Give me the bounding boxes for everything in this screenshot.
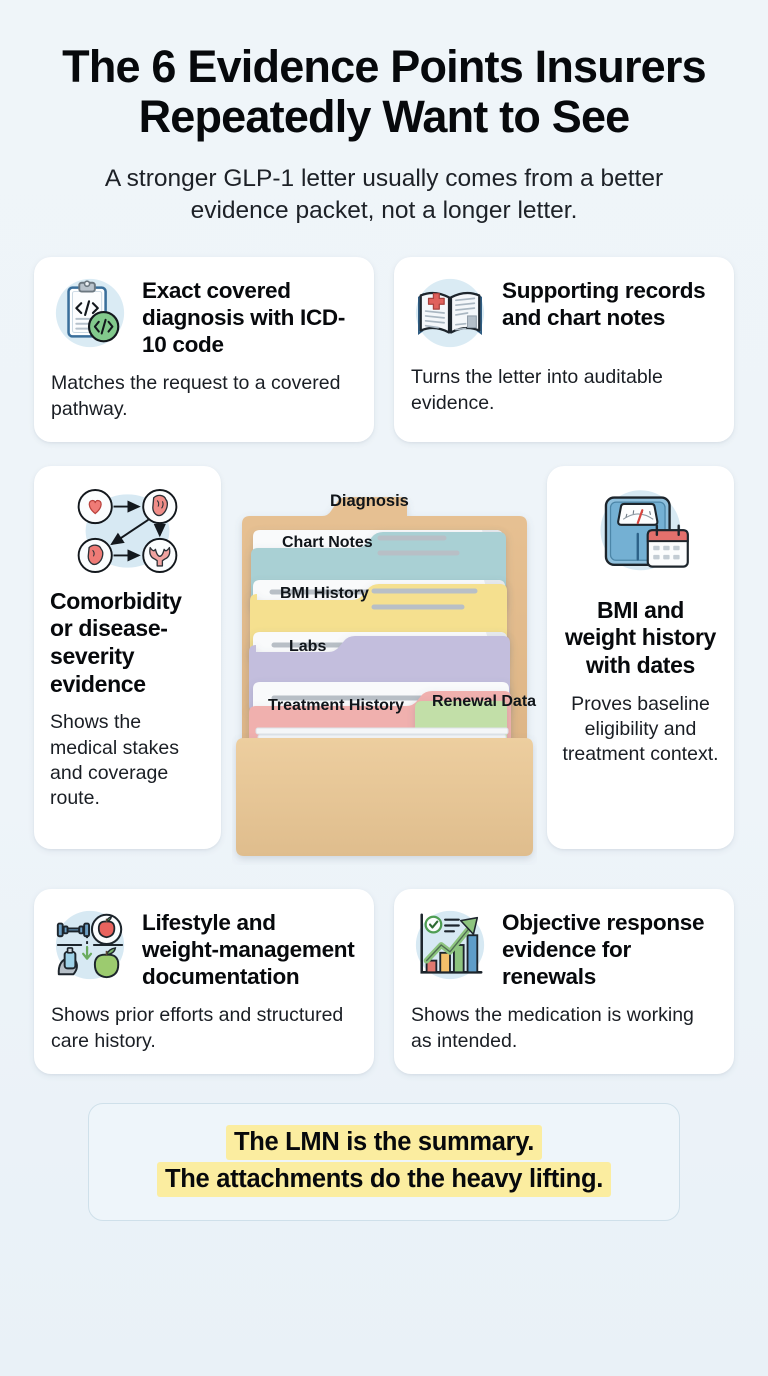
card-description: Turns the letter into auditable evidence… <box>411 365 663 414</box>
card-title: Lifestyle and weight-management document… <box>142 909 355 989</box>
folder-tab-label-renewal-data: Renewal Data <box>432 693 536 710</box>
banner-line-2: The attachments do the heavy lifting. <box>107 1161 661 1198</box>
card-header: Lifestyle and weight-management document… <box>51 906 355 990</box>
lifestyle-fitness-icon <box>51 906 129 984</box>
card-description: Proves baseline eligibility and treatmen… <box>562 692 719 766</box>
evidence-card-response[interactable]: Objective response evidence for renewals… <box>394 888 734 1074</box>
banner-line-1: The LMN is the summary. <box>107 1124 661 1161</box>
card-title: Exact covered diagnosis with ICD-10 code <box>142 277 346 357</box>
scale-calendar-icon <box>561 483 720 583</box>
card-title: Comorbidity or disease-severity evidence <box>50 587 182 697</box>
card-title: Objective response evidence for renewals <box>502 909 705 989</box>
evidence-packet-folder: Diagnosis Chart Notes <box>221 466 547 865</box>
card-header: Supporting records and chart notes <box>411 274 715 352</box>
clipboard-code-icon <box>51 274 129 352</box>
summary-banner: The LMN is the summary. The attachments … <box>88 1102 680 1221</box>
card-description: Shows the medication is working as inten… <box>411 1003 694 1052</box>
card-title: BMI and weight history with dates <box>564 596 716 678</box>
comorbidity-network-icon <box>50 483 205 579</box>
header: The 6 Evidence Points Insurers Repeatedl… <box>34 0 734 228</box>
evidence-card-diagnosis[interactable]: Exact covered diagnosis with ICD-10 code… <box>34 256 374 442</box>
evidence-card-lifestyle[interactable]: Lifestyle and weight-management document… <box>34 888 374 1074</box>
page-title: The 6 Evidence Points Insurers Repeatedl… <box>62 41 707 143</box>
card-row-top: Exact covered diagnosis with ICD-10 code… <box>34 256 734 442</box>
growth-chart-icon <box>411 906 489 984</box>
folder-tab-label-chart-notes: Chart Notes <box>282 534 373 551</box>
evidence-card-records[interactable]: Supporting records and chart notes Turns… <box>394 256 734 442</box>
card-description: Shows the medical stakes and coverage ro… <box>50 711 179 810</box>
folder-tab-label-treatment-history: Treatment History <box>268 697 404 714</box>
card-header: Exact covered diagnosis with ICD-10 code <box>51 274 355 358</box>
medical-book-icon <box>411 274 489 352</box>
evidence-card-comorbidity[interactable]: Comorbidity or disease-severity evidence… <box>34 465 221 849</box>
card-row-bottom: Lifestyle and weight-management document… <box>34 888 734 1074</box>
banner-highlight-2: The attachments do the heavy lifting. <box>156 1161 612 1197</box>
folder-tab-label-bmi-history: BMI History <box>280 585 369 602</box>
folder-tab-label-labs: Labs <box>289 638 326 655</box>
card-row-middle: Comorbidity or disease-severity evidence… <box>34 465 734 865</box>
card-header: Objective response evidence for renewals <box>411 906 715 990</box>
evidence-card-bmi[interactable]: BMI and weight history with dates Proves… <box>547 465 734 849</box>
card-description: Matches the request to a covered pathway… <box>51 371 341 420</box>
card-title: Supporting records and chart notes <box>502 277 706 330</box>
card-description: Shows prior efforts and structured care … <box>51 1003 344 1052</box>
folder-tab-label-diagnosis: Diagnosis <box>330 492 409 510</box>
banner-highlight-1: The LMN is the summary. <box>225 1124 543 1160</box>
page-subtitle: A stronger GLP-1 letter usually comes fr… <box>104 164 664 225</box>
